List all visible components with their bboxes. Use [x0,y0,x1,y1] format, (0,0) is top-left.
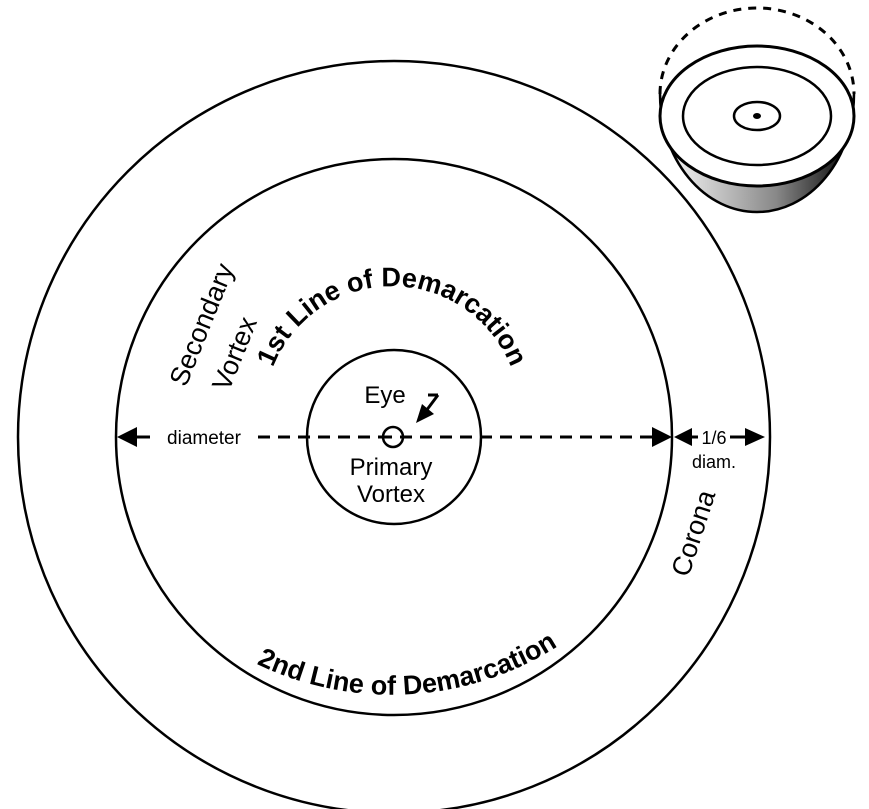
corona-right-arrow-icon [745,428,765,446]
primary-vortex-label-2: Vortex [357,481,425,508]
primary-vortex-label-1: Primary [350,454,433,481]
diameter-right-arrow-icon [652,427,672,447]
eye-label: Eye [364,382,405,409]
diameter-left-arrow-icon [117,427,137,447]
second-demarcation-label: 2nd Line of Demarcation [254,626,561,701]
diameter-label: diameter [167,428,242,449]
hemisphere-eye-dot [753,113,761,119]
first-demarcation-label: 1st Line of Demarcation [251,262,533,370]
diam-label: diam. [692,452,736,472]
one-sixth-label: 1/6 [701,428,726,448]
eye-pointer-line [426,395,438,411]
corona-left-arrow-icon [674,428,692,446]
eye-pointer-arrow-icon [416,404,434,423]
corona-label: Corona [665,486,721,580]
hemisphere-inset-icon [660,8,854,212]
